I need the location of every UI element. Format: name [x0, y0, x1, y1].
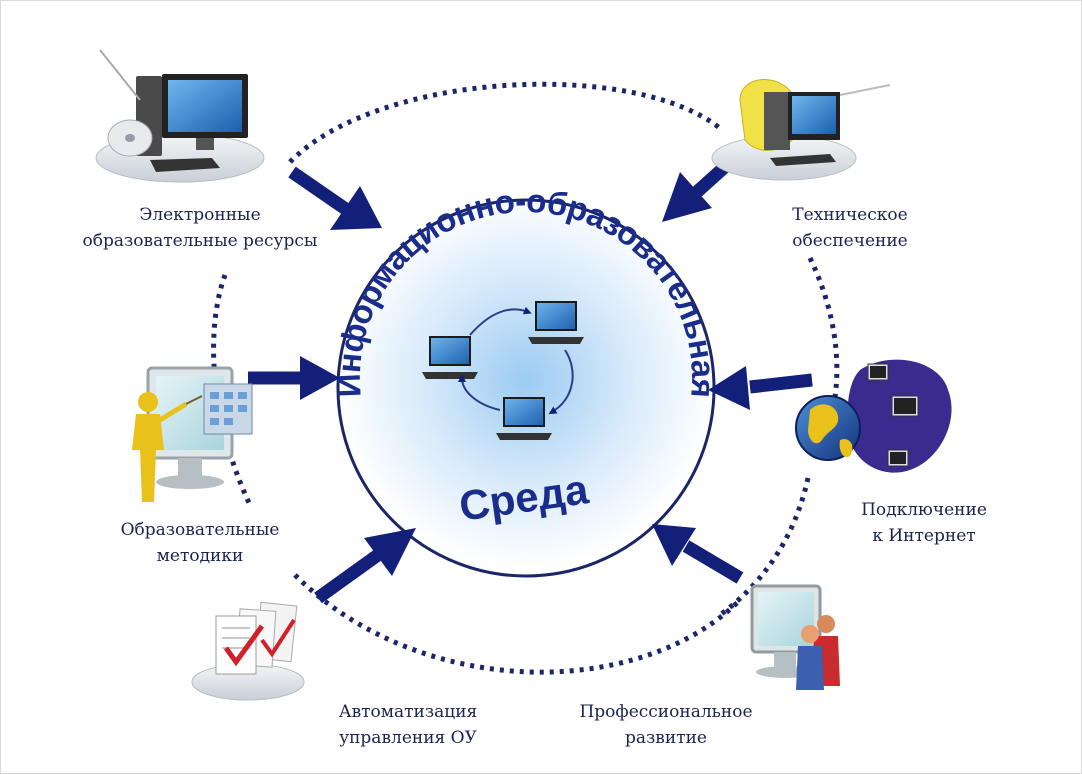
label-internet-connection: Подключение к Интернет — [861, 500, 987, 546]
label-electronic-resources: Электронные образовательные ресурсы — [83, 205, 318, 251]
label-line: Образовательные — [121, 520, 280, 540]
label-line: к Интернет — [872, 526, 975, 546]
label-management-automation: Автоматизация управления ОУ — [339, 702, 478, 748]
label-educational-methods: Образовательные методики — [121, 520, 280, 566]
professional-development-illustration — [750, 584, 840, 690]
label-line: Электронные — [139, 205, 260, 225]
label-line: Подключение — [861, 500, 987, 520]
arrow-management-automation — [314, 528, 416, 604]
label-technical-support: Техническое обеспечение — [792, 205, 907, 251]
arrow-educational-methods — [248, 356, 340, 400]
label-line: Профессиональное — [579, 702, 752, 722]
label-line: обеспечение — [792, 231, 907, 251]
label-line: Техническое — [792, 205, 907, 225]
educational-methods-illustration — [132, 366, 253, 502]
label-line: образовательные ресурсы — [83, 231, 318, 251]
label-line: методики — [157, 546, 244, 566]
center-computer-3-icon — [496, 397, 552, 440]
label-professional-development: Профессиональное развитие — [579, 702, 752, 748]
arrow-internet-connection — [708, 366, 813, 410]
technical-support-illustration — [711, 79, 891, 181]
internet-connection-illustration — [795, 359, 952, 473]
center-network-icon — [422, 301, 584, 440]
node-labels: Электронные образовательные ресурсы Техни… — [83, 205, 987, 748]
management-automation-illustration — [191, 601, 305, 701]
label-line: Автоматизация — [339, 702, 478, 722]
center-computer-1-icon — [422, 336, 478, 379]
electronic-resources-illustration — [95, 49, 265, 183]
arrows — [248, 150, 813, 604]
arrow-professional-development — [652, 524, 744, 584]
arrow-electronic-resources — [288, 166, 382, 230]
label-line: развитие — [625, 728, 707, 748]
center-computer-2-icon — [528, 301, 584, 344]
label-line: управления ОУ — [339, 728, 478, 748]
